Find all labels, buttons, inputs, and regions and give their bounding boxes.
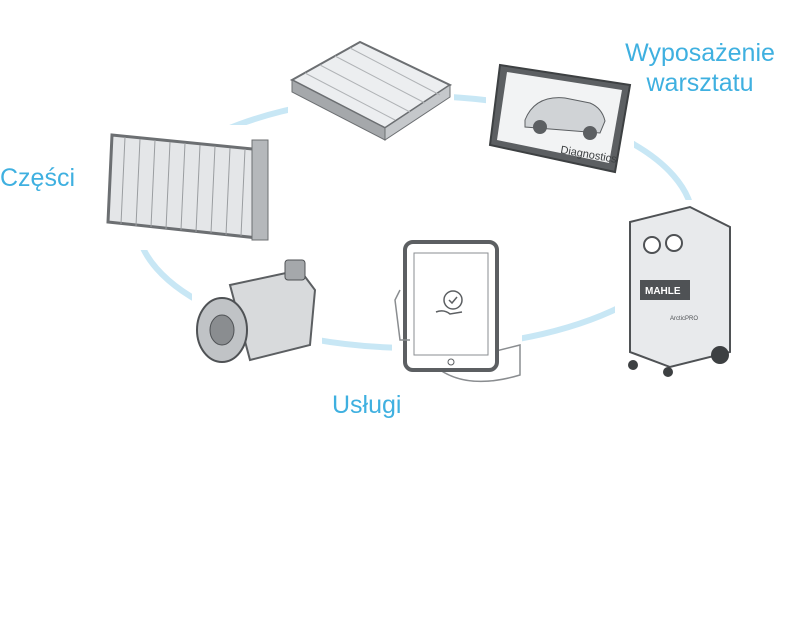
radiator-image xyxy=(100,125,280,250)
label-equipment-line2: warsztatu xyxy=(646,69,754,97)
machine-model-text: ArcticPRO xyxy=(670,316,698,322)
label-equipment-line1: Wyposażenie xyxy=(625,39,775,67)
ac-service-machine-image: MAHLE ArcticPRO xyxy=(615,200,755,380)
label-services: Usługi xyxy=(332,391,402,419)
gear-check-icon xyxy=(443,290,463,310)
brand-logo-text: MAHLE xyxy=(645,286,681,297)
cabin-filter-image xyxy=(288,38,454,144)
diagnostic-tablet-image: Diagnostics xyxy=(486,58,634,178)
label-parts: Części xyxy=(0,164,76,192)
compressor-image xyxy=(192,255,322,373)
label-workshop-equipment: Wyposażenie warsztatu xyxy=(600,38,800,98)
hand-tablet-image xyxy=(392,238,522,398)
